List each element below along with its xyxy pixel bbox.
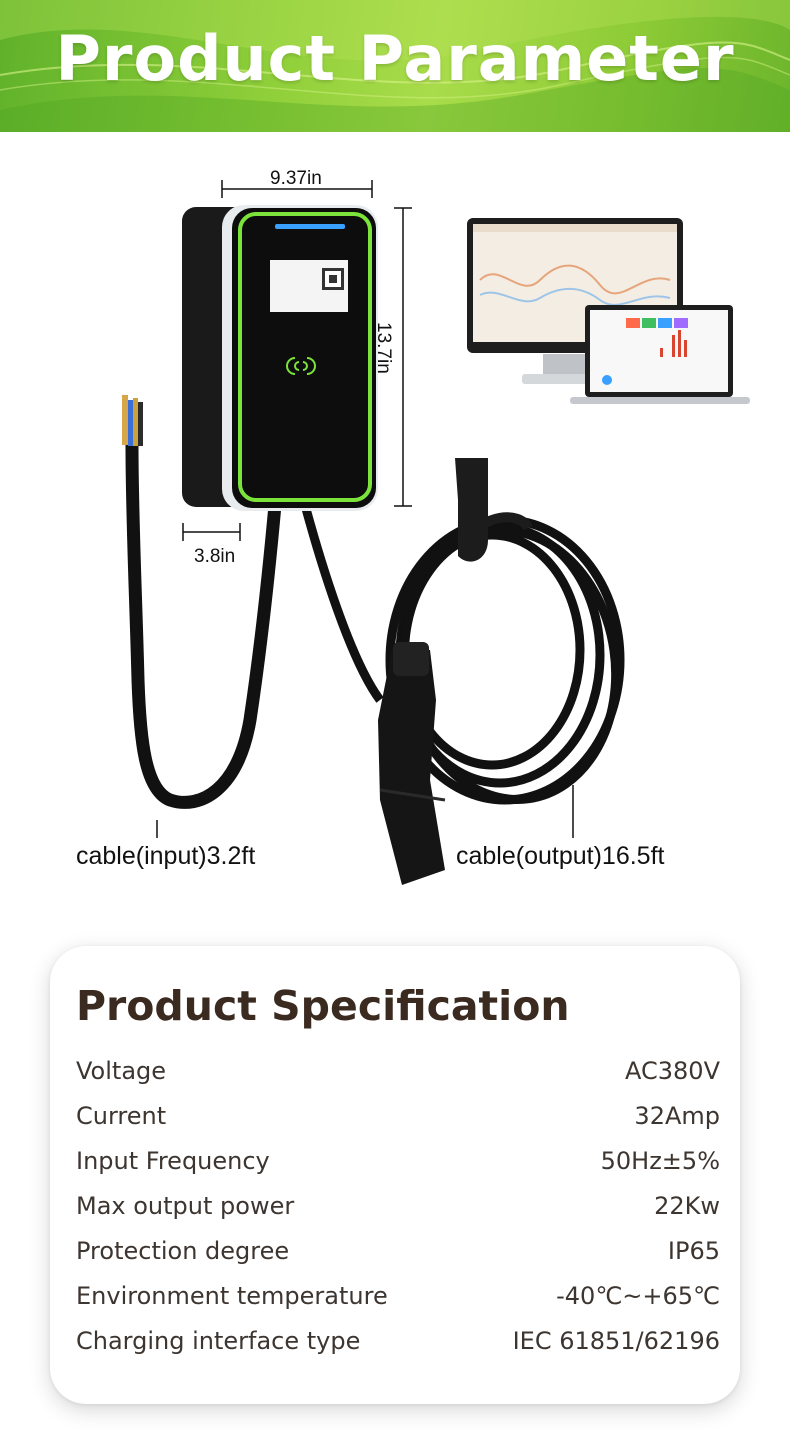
spec-row: Voltage AC380V bbox=[76, 1048, 720, 1093]
banner-wave-decoration bbox=[0, 0, 790, 132]
spec-list: Voltage AC380V Current 32Amp Input Frequ… bbox=[76, 1048, 720, 1363]
spec-row: Protection degree IP65 bbox=[76, 1228, 720, 1273]
wallbox-charger bbox=[182, 205, 378, 511]
input-cable-label: cable(input)3.2ft bbox=[76, 842, 256, 870]
spec-value: IP65 bbox=[667, 1236, 720, 1265]
header-banner: Product Parameter bbox=[0, 0, 790, 132]
spec-value: -40℃~+65℃ bbox=[556, 1281, 720, 1310]
width-dimension-label: 9.37in bbox=[270, 168, 322, 189]
height-dimension-label: 13.7in bbox=[373, 322, 394, 374]
depth-dimension-label: 3.8in bbox=[194, 546, 236, 567]
spec-value: 32Amp bbox=[634, 1101, 720, 1130]
spec-label: Environment temperature bbox=[76, 1281, 388, 1310]
spec-title: Product Specification bbox=[76, 982, 570, 1030]
dimension-lines bbox=[156, 180, 574, 838]
spec-label: Voltage bbox=[76, 1056, 167, 1085]
page-title: Product Parameter bbox=[55, 22, 735, 95]
charging-connector bbox=[378, 642, 446, 885]
spec-value: 22Kw bbox=[654, 1191, 720, 1220]
output-cable-label: cable(output)16.5ft bbox=[456, 842, 665, 870]
spec-value: 50Hz±5% bbox=[600, 1146, 720, 1175]
spec-label: Protection degree bbox=[76, 1236, 290, 1265]
product-illustration bbox=[122, 180, 750, 885]
spec-row: Environment temperature -40℃~+65℃ bbox=[76, 1273, 720, 1318]
laptop bbox=[570, 305, 750, 404]
spec-label: Max output power bbox=[76, 1191, 295, 1220]
spec-row: Current 32Amp bbox=[76, 1093, 720, 1138]
spec-row: Charging interface type IEC 61851/62196 bbox=[76, 1318, 720, 1363]
spec-card: Product Specification Voltage AC380V Cur… bbox=[50, 946, 740, 1404]
spec-row: Input Frequency 50Hz±5% bbox=[76, 1138, 720, 1183]
input-cable bbox=[125, 438, 282, 809]
spec-label: Current bbox=[76, 1101, 167, 1130]
spec-label: Charging interface type bbox=[76, 1326, 361, 1355]
spec-label: Input Frequency bbox=[76, 1146, 270, 1175]
product-photo-area: 9.37in 13.7in 3.8in cable(input)3.2ft ca… bbox=[0, 132, 790, 922]
spec-row: Max output power 22Kw bbox=[76, 1183, 720, 1228]
wall-hook bbox=[455, 458, 488, 562]
spec-value: IEC 61851/62196 bbox=[512, 1326, 720, 1355]
spec-value: AC380V bbox=[625, 1056, 720, 1085]
